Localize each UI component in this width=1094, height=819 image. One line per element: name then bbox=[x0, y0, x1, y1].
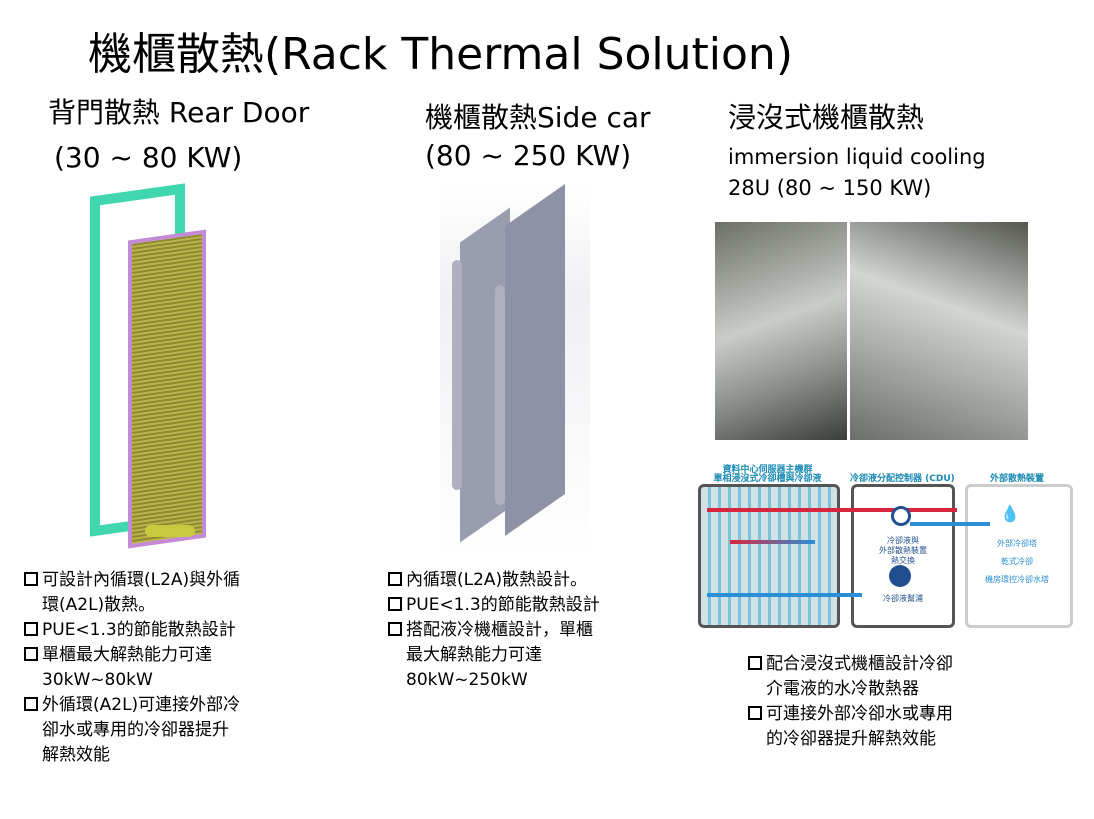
side-car-capacity: (80 ~ 250 KW) bbox=[425, 139, 632, 172]
bullet: 可設計內循環(L2A)與外循環(A2L)散熱。 bbox=[24, 568, 294, 618]
tank-box bbox=[698, 484, 840, 628]
hx-text-2: 外部散熱裝置 bbox=[879, 546, 927, 555]
bullet: 內循環(L2A)散熱設計。 bbox=[388, 568, 668, 593]
immersion-heading: 浸沒式機櫃散熱 bbox=[728, 101, 925, 134]
cdu-label: 冷卻液分配控制器 (CDU) bbox=[850, 474, 955, 484]
rear-door-heading: 背門散熱 Rear Door bbox=[48, 96, 310, 129]
hx-text: 冷卻液與 bbox=[887, 536, 919, 545]
immersion-photo-2 bbox=[850, 222, 1028, 440]
page-title: 機櫃散熱(Rack Thermal Solution) bbox=[88, 29, 793, 80]
pump-text: 冷卻液幫浦 bbox=[883, 594, 923, 603]
external-box bbox=[965, 484, 1073, 628]
external-label: 外部散熱裝置 bbox=[989, 474, 1044, 484]
immersion-subheading: immersion liquid cooling bbox=[728, 145, 986, 169]
cold-return-arrow bbox=[910, 522, 990, 526]
bullet: PUE<1.3的節能散熱設計 bbox=[24, 618, 294, 643]
bullet: 配合浸沒式機櫃設計冷卻介電液的水冷散熱器 bbox=[748, 652, 1028, 702]
mixed-flow-arrow bbox=[730, 540, 815, 544]
hx-text-3: 熱交換 bbox=[891, 556, 915, 565]
hot-flow-arrow bbox=[707, 508, 957, 512]
side-car-heading: 機櫃散熱Side car bbox=[425, 101, 651, 134]
rear-door-bullets: 可設計內循環(L2A)與外循環(A2L)散熱。 PUE<1.3的節能散熱設計 單… bbox=[24, 568, 294, 768]
rear-door-capacity: (30 ~ 80 KW) bbox=[54, 141, 243, 174]
immersion-bullets: 配合浸沒式機櫃設計冷卻介電液的水冷散熱器 可連接外部冷卻水或專用的冷卻器提升解熱… bbox=[748, 652, 1028, 752]
pump-icon bbox=[889, 565, 911, 587]
immersion-photo-1 bbox=[715, 222, 847, 440]
water-drops-icon: 💧 bbox=[1000, 504, 1020, 523]
ext-text-2: 乾式冷卻 bbox=[1001, 557, 1033, 566]
ext-text-3: 機房環控冷卻水塔 bbox=[985, 575, 1049, 584]
immersion-capacity: 28U (80 ~ 150 KW) bbox=[728, 176, 932, 200]
ext-text-1: 外部冷卻塔 bbox=[997, 539, 1037, 548]
immersion-flow-diagram: 資料中心伺服器主機群 單相浸沒式冷卻槽與冷卻液 冷卻液分配控制器 (CDU) 外… bbox=[695, 460, 1075, 630]
bullet: PUE<1.3的節能散熱設計 bbox=[388, 593, 668, 618]
heat-exchanger-icon bbox=[891, 506, 911, 526]
tank-label: 資料中心伺服器主機群 bbox=[722, 465, 813, 475]
cold-flow-arrow bbox=[707, 593, 862, 597]
bullet: 可連接外部冷卻水或專用的冷卻器提升解熱效能 bbox=[748, 702, 1028, 752]
side-car-bullets: 內循環(L2A)散熱設計。 PUE<1.3的節能散熱設計 搭配液冷機櫃設計，單櫃… bbox=[388, 568, 668, 693]
side-car-image bbox=[440, 183, 590, 555]
tank-label-2: 單相浸沒式冷卻槽與冷卻液 bbox=[713, 474, 822, 484]
bullet: 外循環(A2L)可連接外部冷卻水或專用的冷卻器提升解熱效能 bbox=[24, 693, 294, 768]
rear-door-image bbox=[90, 183, 210, 550]
